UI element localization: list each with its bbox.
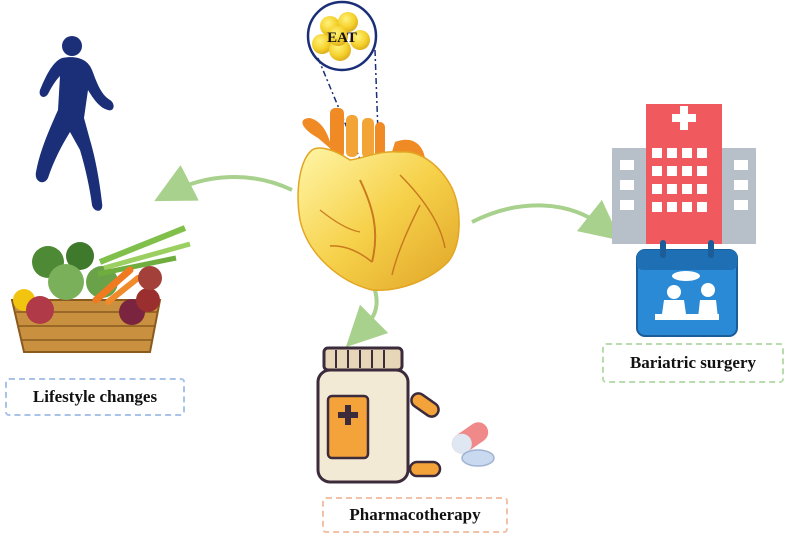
runner-icon xyxy=(35,36,114,211)
heart-icon xyxy=(297,108,460,291)
bariatric-surgery-label: Bariatric surgery xyxy=(602,343,784,383)
pharmacotherapy-label: Pharmacotherapy xyxy=(322,497,508,533)
eat-label: EAT xyxy=(327,30,357,46)
pharmacotherapy-text: Pharmacotherapy xyxy=(349,505,481,524)
lifestyle-changes-label: Lifestyle changes xyxy=(5,378,185,416)
arrow-to-bariatric xyxy=(471,199,621,241)
surgery-calendar-icon xyxy=(636,240,738,337)
bariatric-surgery-text: Bariatric surgery xyxy=(629,353,757,372)
eat-fat-icon xyxy=(306,0,378,72)
pill-bottle-icon xyxy=(316,346,410,484)
hospital-icon xyxy=(612,104,756,244)
lifestyle-changes-text: Lifestyle changes xyxy=(32,387,158,406)
capsule-icon xyxy=(408,392,495,478)
vegetable-basket-icon xyxy=(10,225,191,353)
arrow-to-lifestyle xyxy=(154,165,293,202)
